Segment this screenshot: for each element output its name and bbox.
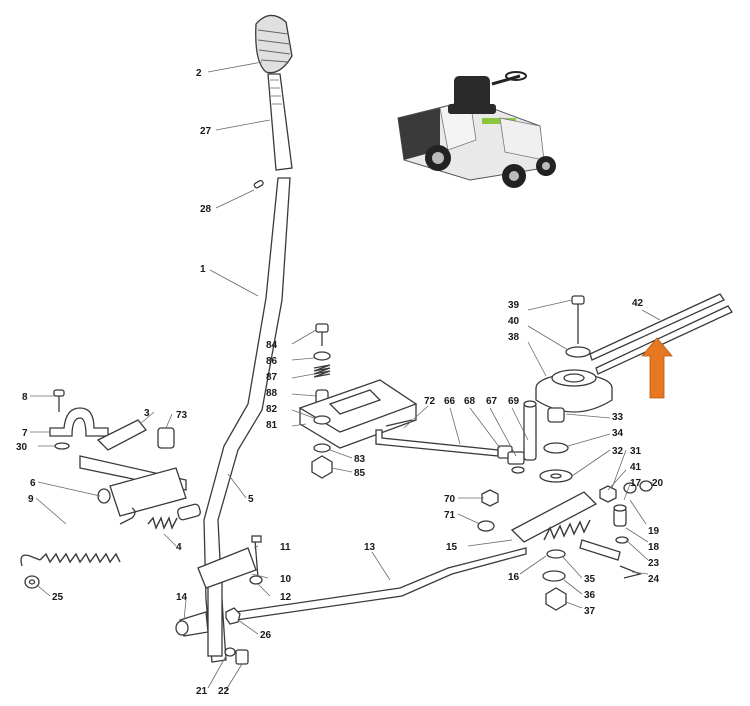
callout-66: 66 — [444, 396, 456, 407]
callout-36: 36 — [584, 590, 596, 601]
callout-2: 2 — [196, 68, 202, 79]
shift-lever-assembly — [175, 14, 293, 665]
compression-spring — [147, 516, 178, 530]
callout-18: 18 — [648, 542, 660, 553]
callout-30: 30 — [16, 442, 28, 453]
callout-67: 67 — [486, 396, 498, 407]
leader-lines — [30, 61, 661, 691]
callout-82: 82 — [266, 404, 278, 415]
callout-86: 86 — [266, 356, 278, 367]
callout-83: 83 — [354, 454, 366, 465]
hook-bracket — [96, 419, 147, 451]
callout-68: 68 — [464, 396, 476, 407]
callout-21: 21 — [196, 686, 208, 697]
tension-spring — [543, 519, 591, 541]
idler-pulley-assembly — [477, 293, 733, 611]
callout-69: 69 — [508, 396, 520, 407]
callout-11: 11 — [280, 542, 291, 553]
callout-28: 28 — [200, 204, 212, 215]
tensioner-arm — [510, 491, 598, 543]
direction-arrow — [641, 337, 673, 399]
callout-88: 88 — [266, 388, 278, 399]
pipe-clamp — [49, 407, 109, 437]
shift-lever-rod — [203, 177, 291, 663]
callout-27: 27 — [200, 126, 212, 137]
callout-4: 4 — [176, 542, 182, 553]
callout-19: 19 — [648, 526, 660, 537]
lever-sleeve — [267, 73, 293, 171]
callout-14: 14 — [176, 592, 188, 603]
callout-72: 72 — [424, 396, 436, 407]
tension-rod — [375, 429, 499, 457]
linkage-rods — [225, 400, 537, 625]
callout-41: 41 — [630, 462, 642, 473]
callout-6: 6 — [30, 478, 36, 489]
callout-39: 39 — [508, 300, 520, 311]
control-rod — [235, 547, 527, 621]
callout-24: 24 — [648, 574, 660, 585]
callout-42: 42 — [632, 298, 644, 309]
callout-labels: 2 27 28 1 8 7 30 3 73 6 9 4 5 11 10 12 1… — [16, 68, 664, 697]
callout-7: 7 — [22, 428, 28, 439]
left-bracket-assembly — [20, 389, 201, 589]
callout-37: 37 — [584, 606, 596, 617]
callout-20: 20 — [652, 478, 664, 489]
callout-40: 40 — [508, 316, 520, 327]
callout-26: 26 — [260, 630, 272, 641]
callout-73: 73 — [176, 410, 188, 421]
callout-85: 85 — [354, 468, 366, 479]
callout-10: 10 — [280, 574, 292, 585]
return-spring — [39, 552, 121, 564]
callout-22: 22 — [218, 686, 230, 697]
callout-15: 15 — [446, 542, 458, 553]
callout-9: 9 — [28, 494, 34, 505]
callout-70: 70 — [444, 494, 456, 505]
callout-23: 23 — [648, 558, 660, 569]
callout-25: 25 — [52, 592, 64, 603]
callout-34: 34 — [612, 428, 624, 439]
callout-32: 32 — [612, 446, 624, 457]
roll-pin — [253, 179, 264, 189]
callout-3: 3 — [144, 408, 150, 419]
callout-8: 8 — [22, 392, 28, 403]
callout-81: 81 — [266, 420, 278, 431]
callout-5: 5 — [248, 494, 254, 505]
shift-knob — [255, 14, 293, 74]
callout-33: 33 — [612, 412, 624, 423]
callout-84: 84 — [266, 340, 278, 351]
callout-1: 1 — [200, 264, 206, 275]
callout-87: 87 — [266, 372, 278, 383]
drive-belt — [589, 293, 725, 361]
lawn-tractor-image — [397, 71, 556, 188]
callout-35: 35 — [584, 574, 596, 585]
callout-13: 13 — [364, 542, 376, 553]
center-bracket-assembly — [298, 323, 418, 479]
callout-31: 31 — [630, 446, 642, 457]
callout-38: 38 — [508, 332, 520, 343]
callout-17: 17 — [630, 478, 642, 489]
callout-71: 71 — [444, 510, 456, 521]
lever-bracket — [197, 547, 257, 589]
callout-12: 12 — [280, 592, 292, 603]
mounting-bracket — [109, 467, 187, 517]
callout-16: 16 — [508, 572, 520, 583]
